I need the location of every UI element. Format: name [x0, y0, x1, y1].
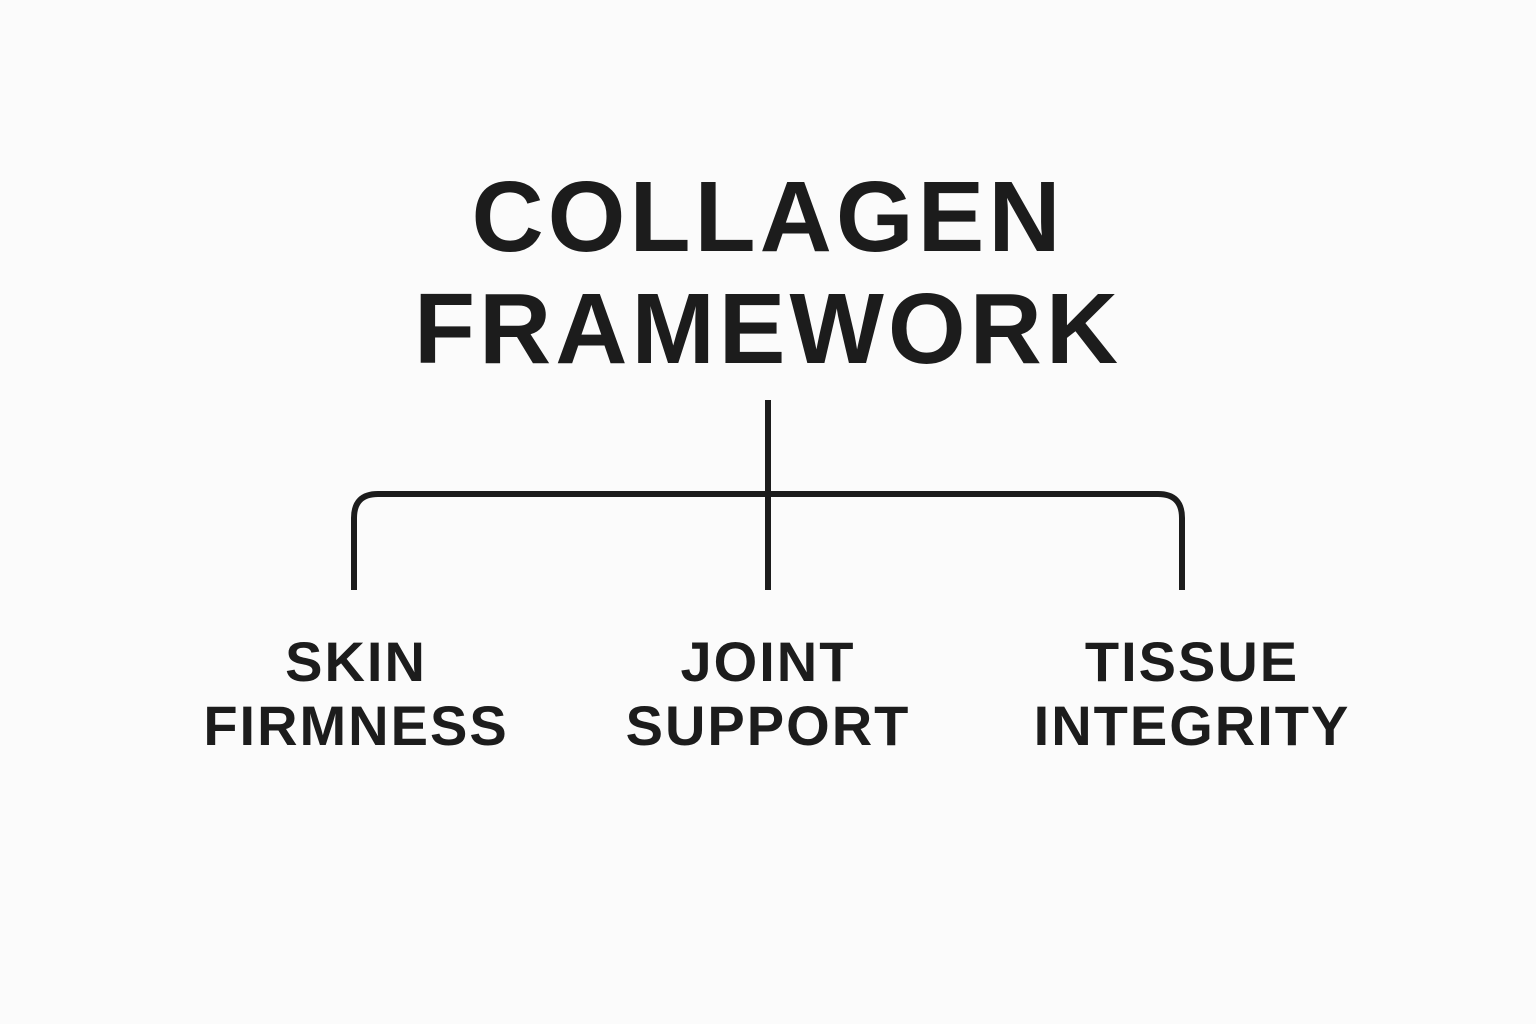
- branch-joint-support-line-2: SUPPORT: [625, 694, 911, 757]
- branch-tissue-integrity: TISSUE INTEGRITY: [982, 630, 1402, 758]
- branch-skin-firmness-line-2: FIRMNESS: [203, 694, 509, 757]
- branch-joint-support: JOINT SUPPORT: [558, 630, 978, 758]
- branch-tissue-integrity-line-1: TISSUE: [1084, 630, 1300, 693]
- branch-joint-support-line-1: JOINT: [680, 630, 856, 693]
- branch-tissue-integrity-line-2: INTEGRITY: [1033, 694, 1351, 757]
- diagram-title-line-2: FRAMEWORK: [413, 273, 1123, 385]
- crossbar-line: [351, 491, 1185, 590]
- branch-skin-firmness-line-1: SKIN: [285, 630, 427, 693]
- branch-skin-firmness: SKIN FIRMNESS: [146, 630, 566, 758]
- diagram-title-line-1: COLLAGEN: [471, 161, 1065, 273]
